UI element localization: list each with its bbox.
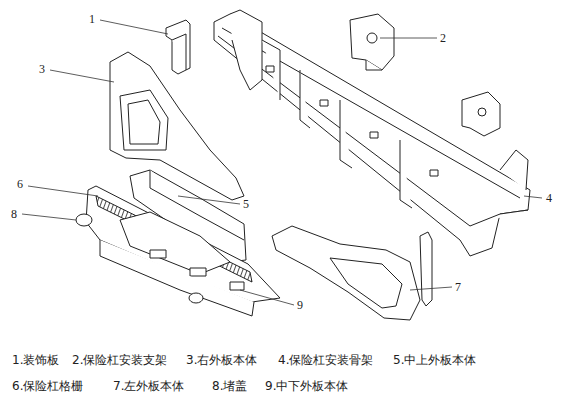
callout-number: 5 bbox=[243, 198, 249, 210]
callout-number: 2 bbox=[440, 32, 446, 44]
part-list-item: 3.右外板本体 bbox=[186, 354, 257, 366]
callout-number: 8 bbox=[11, 208, 17, 220]
callout-number: 4 bbox=[546, 192, 552, 204]
part-list-item: 5.中上外板本体 bbox=[393, 354, 476, 366]
part-list-item: 1.装饰板 bbox=[12, 354, 59, 366]
callout-number: 7 bbox=[455, 281, 461, 293]
part-list-item: 8.堵盖 bbox=[212, 380, 247, 392]
callout-number: 3 bbox=[39, 63, 45, 75]
callout-number: 6 bbox=[17, 178, 23, 190]
part-list-item: 4.保险杠安装骨架 bbox=[278, 354, 373, 366]
part-list-item: 2.保险杠安装支架 bbox=[72, 354, 167, 366]
part-list-item: 9.中下外板本体 bbox=[265, 380, 348, 392]
part-list-item: 7.左外板本体 bbox=[113, 380, 184, 392]
leader-lines bbox=[22, 20, 542, 305]
callout-number: 9 bbox=[297, 299, 303, 311]
callout-number: 1 bbox=[89, 13, 95, 25]
part-list-item: 6.保险杠格栅 bbox=[12, 380, 83, 392]
